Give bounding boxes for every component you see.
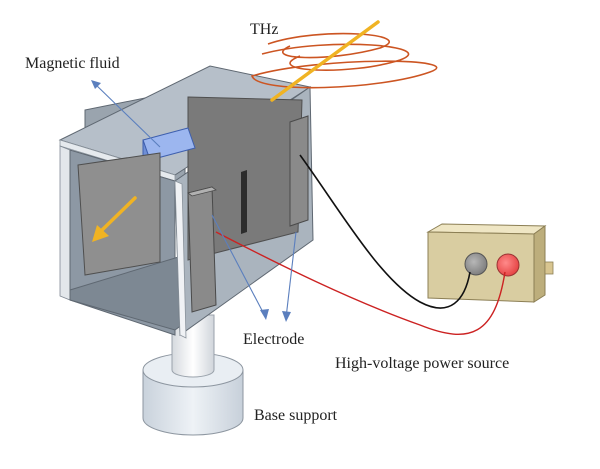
thz-label: THz (250, 21, 278, 38)
magnetic-fluid-pointer-arrowhead (91, 80, 101, 89)
cable-red (215, 231, 506, 335)
power-source-box (426, 223, 554, 303)
power-terminal-black (464, 252, 488, 276)
electrode-front (187, 186, 217, 313)
electrode-pointer-arrowhead-left (260, 309, 269, 320)
base-support-label: Base support (254, 407, 338, 424)
power-source-label: High-voltage power source (335, 355, 509, 372)
field-direction-arrow (92, 196, 137, 242)
cable-black (299, 154, 471, 309)
pointer-lines (92, 81, 297, 319)
electrode-pointer-arrowhead-right (282, 311, 291, 322)
thz-beam (270, 20, 380, 102)
electrode-right (289, 115, 309, 227)
base-support (142, 314, 244, 436)
power-terminal-red (496, 253, 520, 277)
thz-wave (250, 32, 438, 89)
magnetic-fluid-label: Magnetic fluid (25, 55, 120, 72)
electrode-label: Electrode (243, 331, 304, 348)
